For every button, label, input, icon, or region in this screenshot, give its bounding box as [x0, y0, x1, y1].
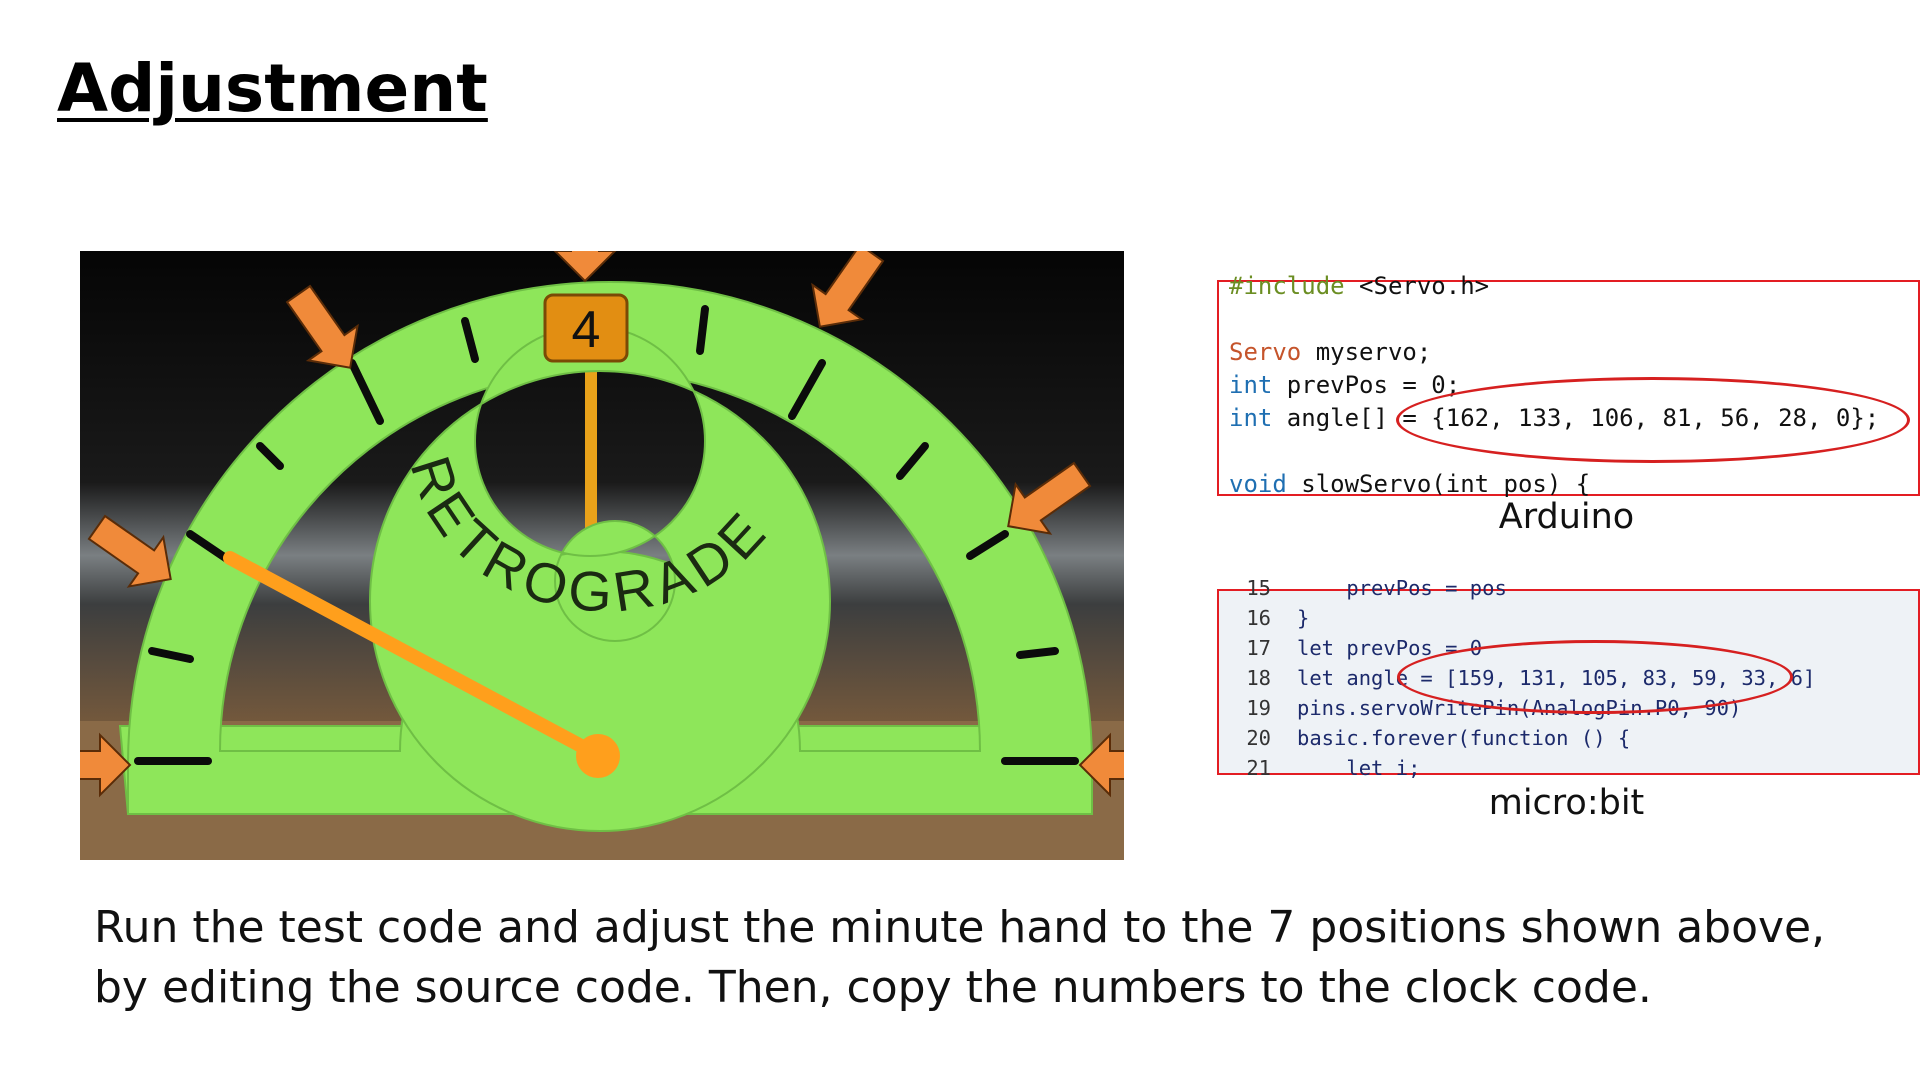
code-keyword: void [1229, 470, 1287, 498]
minute-hand-hub [576, 734, 620, 778]
instruction-line-1: Run the test code and adjust the minute … [94, 902, 1826, 953]
line-number: 20 [1246, 726, 1271, 750]
arduino-code-line: Servo myservo; [1229, 338, 1431, 366]
arrow-position-1 [80, 732, 132, 798]
dial-ticks [134, 305, 1079, 765]
code-text: <Servo.h> [1344, 272, 1490, 300]
microbit-code-line: 15 prevPos = pos [1219, 576, 1507, 600]
code-keyword: int [1229, 404, 1273, 432]
arrow-position-4 [552, 251, 618, 283]
retrograde-dial-photo: 4 RETROGRADE [80, 251, 1124, 860]
code-text: pins.servoWritePin(AnalogPin.P0, 90) [1297, 696, 1742, 720]
arduino-code-line: int prevPos = 0; [1229, 371, 1460, 399]
digit-window-value: 4 [572, 301, 601, 359]
microbit-code-line: 19 pins.servoWritePin(AnalogPin.P0, 90) [1219, 696, 1741, 720]
line-number: 17 [1246, 636, 1271, 660]
code-text: prevPos = 0; [1272, 371, 1461, 399]
code-keyword: #include [1229, 272, 1345, 300]
code-text: } [1297, 606, 1310, 630]
code-text: basic.forever(function () { [1297, 726, 1631, 750]
microbit-code-snippet: 15 prevPos = pos 16} 17 let prevPos = 0 18 le… [1217, 576, 1920, 780]
code-text: slowServo(int pos) { [1286, 470, 1591, 498]
arrow-position-2 [87, 514, 172, 588]
arrow-position-3 [285, 284, 359, 369]
code-text: myservo; [1301, 338, 1432, 366]
arrow-position-6 [1007, 461, 1092, 535]
instruction-line-2: by editing the source code. Then, copy t… [94, 962, 1652, 1013]
slide-title: Adjustment [57, 50, 488, 127]
code-text: let angle = [159, 131, 105, 83, 59, 33, … [1297, 666, 1816, 690]
arduino-caption: Arduino [1498, 497, 1635, 537]
minute-hand [223, 551, 607, 763]
code-keyword: int [1229, 371, 1273, 399]
arrow-position-7 [1078, 732, 1124, 798]
microbit-code-line: 17 let prevPos = 0 [1219, 636, 1482, 660]
code-text: let prevPos = 0 [1297, 636, 1483, 660]
microbit-code-line: 20 basic.forever(function () { [1219, 726, 1630, 750]
arrow-position-5 [811, 251, 885, 328]
code-keyword: Servo [1229, 338, 1302, 366]
microbit-caption: micro:bit [1488, 783, 1645, 823]
microbit-code-line: 16} [1219, 606, 1309, 630]
code-text: angle[] = {162, 133, 106, 81, 56, 28, 0}… [1272, 404, 1880, 432]
line-number: 21 [1246, 756, 1271, 780]
digit-window [543, 293, 629, 363]
line-number: 15 [1246, 576, 1271, 600]
arduino-code-line: int angle[] = {162, 133, 106, 81, 56, 28… [1229, 404, 1879, 432]
dial-inner-ring [368, 325, 832, 832]
line-number: 19 [1246, 696, 1271, 720]
code-text: let i; [1297, 756, 1421, 780]
position-arrows [80, 251, 1124, 798]
arduino-code-line: void slowServo(int pos) { [1229, 470, 1590, 498]
instruction-text: Run the test code and adjust the minute … [94, 898, 1894, 1018]
microbit-code-line: 18 let angle = [159, 131, 105, 83, 59, 33… [1219, 666, 1815, 690]
microbit-code-line: 21 let i; [1219, 756, 1420, 780]
line-number: 18 [1246, 666, 1271, 690]
line-number: 16 [1246, 606, 1271, 630]
code-text: prevPos = pos [1297, 576, 1507, 600]
arduino-code-snippet: #include <Servo.h> Servo myservo; int prev… [1217, 272, 1920, 498]
arduino-code-line: #include <Servo.h> [1229, 272, 1489, 300]
